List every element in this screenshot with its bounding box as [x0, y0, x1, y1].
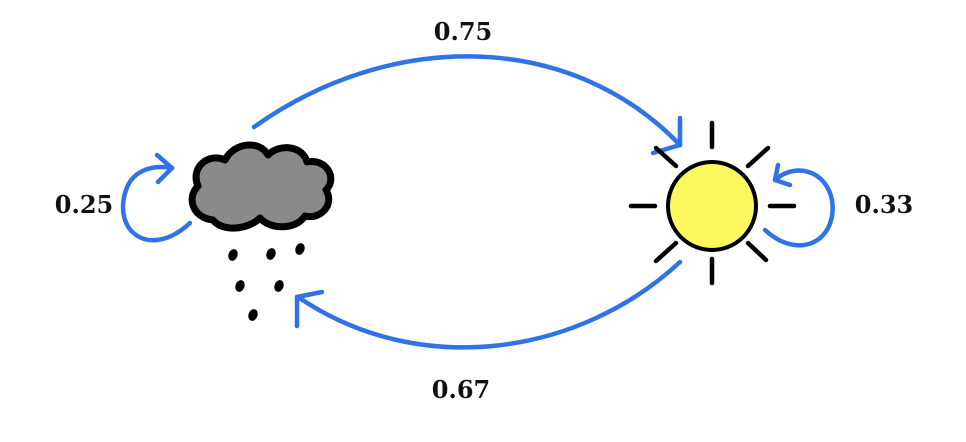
- arrowhead-sunny-self-loop: [772, 162, 793, 188]
- arrowhead-rainy-self-loop: [154, 152, 175, 185]
- arrow-rainy-self-loop: [120, 164, 193, 243]
- arrow-sunny-self-loop: [762, 168, 835, 248]
- transition-arrows: [120, 54, 835, 350]
- arrowhead-sunny-to-rainy: [294, 289, 325, 329]
- rain-cloud-icon: [188, 141, 335, 321]
- sun-disc: [666, 160, 758, 252]
- sun-rays: [628, 120, 797, 286]
- arrowhead-rainy-to-sunny: [650, 115, 683, 156]
- arrow-rainy-to-sunny: [251, 54, 683, 148]
- cloud-shape: [188, 141, 335, 232]
- label-sunny-self-loop: 0.33: [855, 190, 913, 219]
- sun-icon: [628, 120, 797, 286]
- label-sunny-to-rainy: 0.67: [432, 375, 490, 404]
- label-rainy-self-loop: 0.25: [55, 190, 113, 219]
- label-rainy-to-sunny: 0.75: [434, 17, 492, 46]
- raindrops: [228, 243, 305, 321]
- arrow-sunny-to-rainy: [295, 259, 683, 350]
